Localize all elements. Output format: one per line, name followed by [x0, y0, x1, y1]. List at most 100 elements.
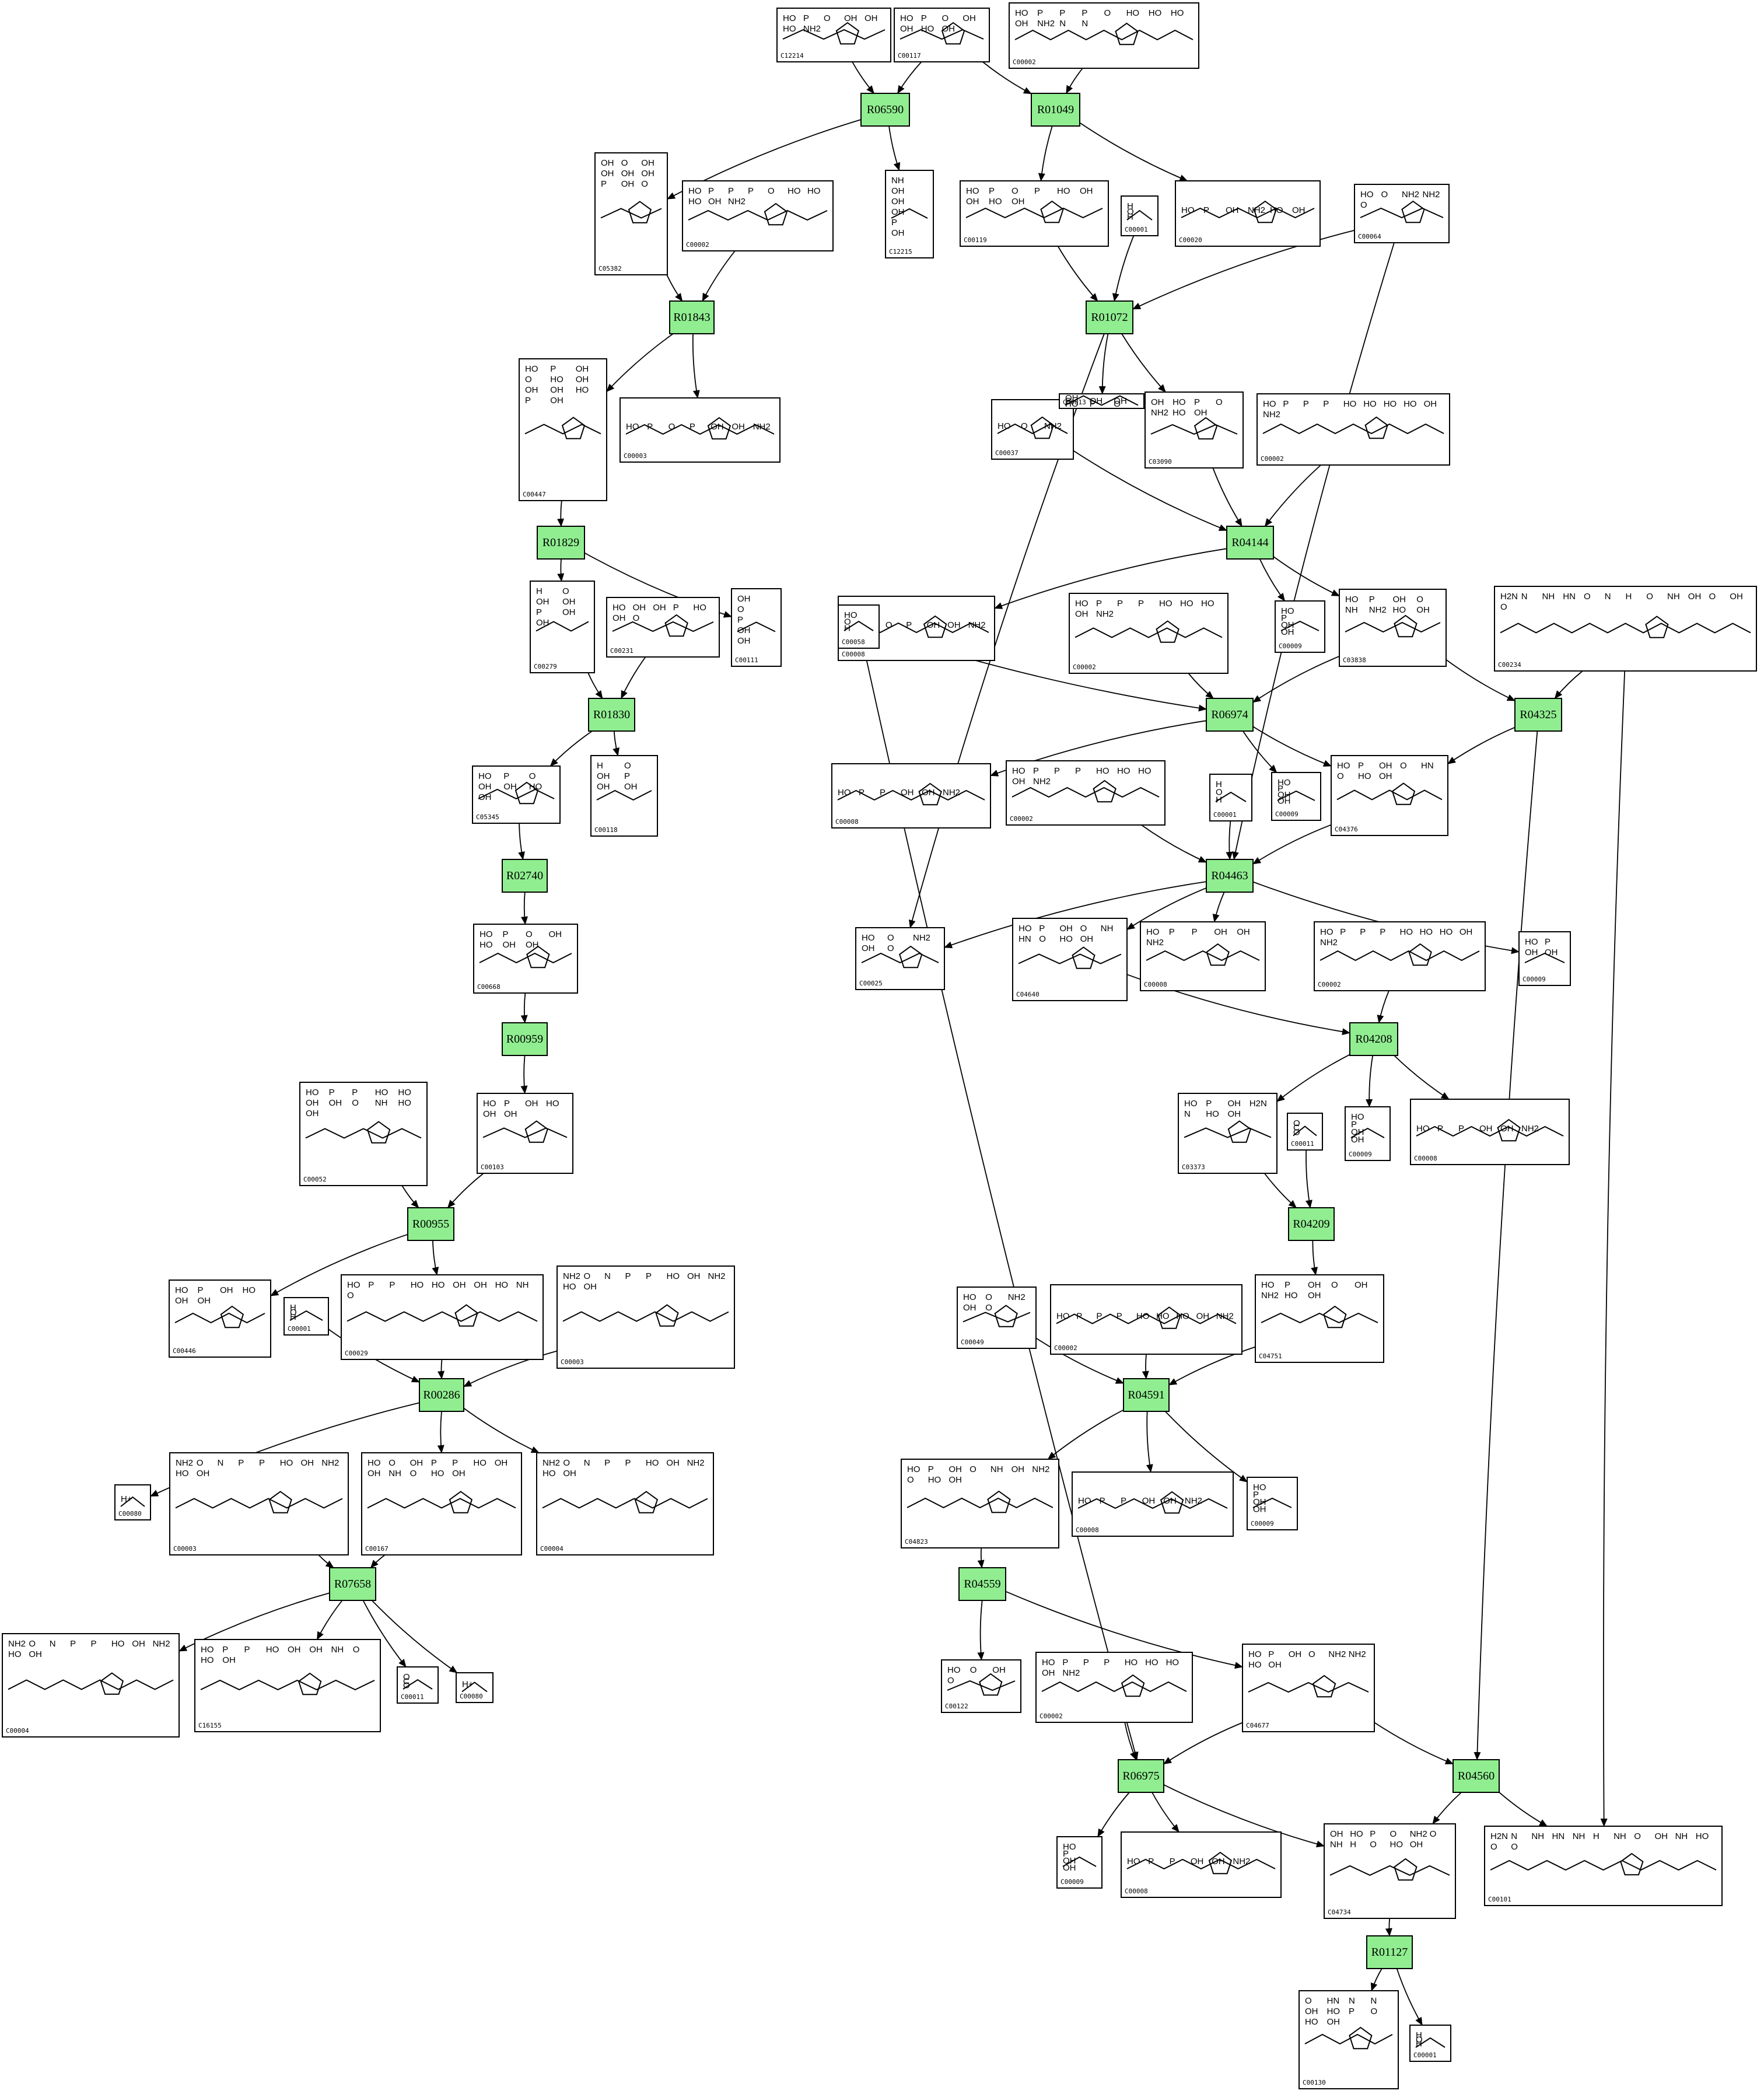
reaction-r01072[interactable]: R01072 [1086, 300, 1133, 334]
reaction-r04325[interactable]: R04325 [1514, 698, 1562, 732]
atom-label: HO [431, 1469, 444, 1478]
reaction-r04559[interactable]: R04559 [958, 1567, 1006, 1601]
reaction-r04209[interactable]: R04209 [1288, 1207, 1335, 1241]
edge-R6-C25 [550, 730, 593, 767]
reaction-r04463[interactable]: R04463 [1206, 859, 1254, 893]
reaction-r01049[interactable]: R01049 [1031, 93, 1080, 127]
reaction-r04208[interactable]: R04208 [1349, 1022, 1398, 1056]
reaction-r00286[interactable]: R00286 [419, 1378, 464, 1412]
reaction-r00955[interactable]: R00955 [407, 1207, 454, 1241]
reaction-r07658[interactable]: R07658 [329, 1567, 376, 1601]
compound-c00080[interactable]: H+C00080 [114, 1484, 151, 1520]
compound-id: C00002 [1318, 981, 1341, 988]
reaction-r00959[interactable]: R00959 [502, 1022, 548, 1056]
reaction-r02740[interactable]: R02740 [502, 859, 548, 893]
reaction-r01127[interactable]: R01127 [1366, 1935, 1413, 1969]
reaction-r04591[interactable]: R04591 [1123, 1378, 1170, 1412]
atom-label: OH [687, 1271, 701, 1281]
reaction-r01830[interactable]: R01830 [588, 698, 635, 732]
edge-R21-C70 [1396, 1968, 1423, 2026]
reaction-r01829[interactable]: R01829 [537, 526, 585, 560]
reaction-r06974[interactable]: R06974 [1206, 698, 1254, 732]
compound-c00080[interactable]: H+C00080 [456, 1672, 494, 1703]
reaction-r01843[interactable]: R01843 [669, 300, 715, 334]
reaction-r06590[interactable]: R06590 [860, 93, 910, 127]
reaction-r06975[interactable]: R06975 [1118, 1759, 1164, 1793]
structure-drawing [997, 416, 1068, 439]
atom-label: P [1076, 1312, 1082, 1322]
reaction-r04560[interactable]: R04560 [1452, 1759, 1500, 1793]
reaction-r04144[interactable]: R04144 [1226, 526, 1274, 560]
